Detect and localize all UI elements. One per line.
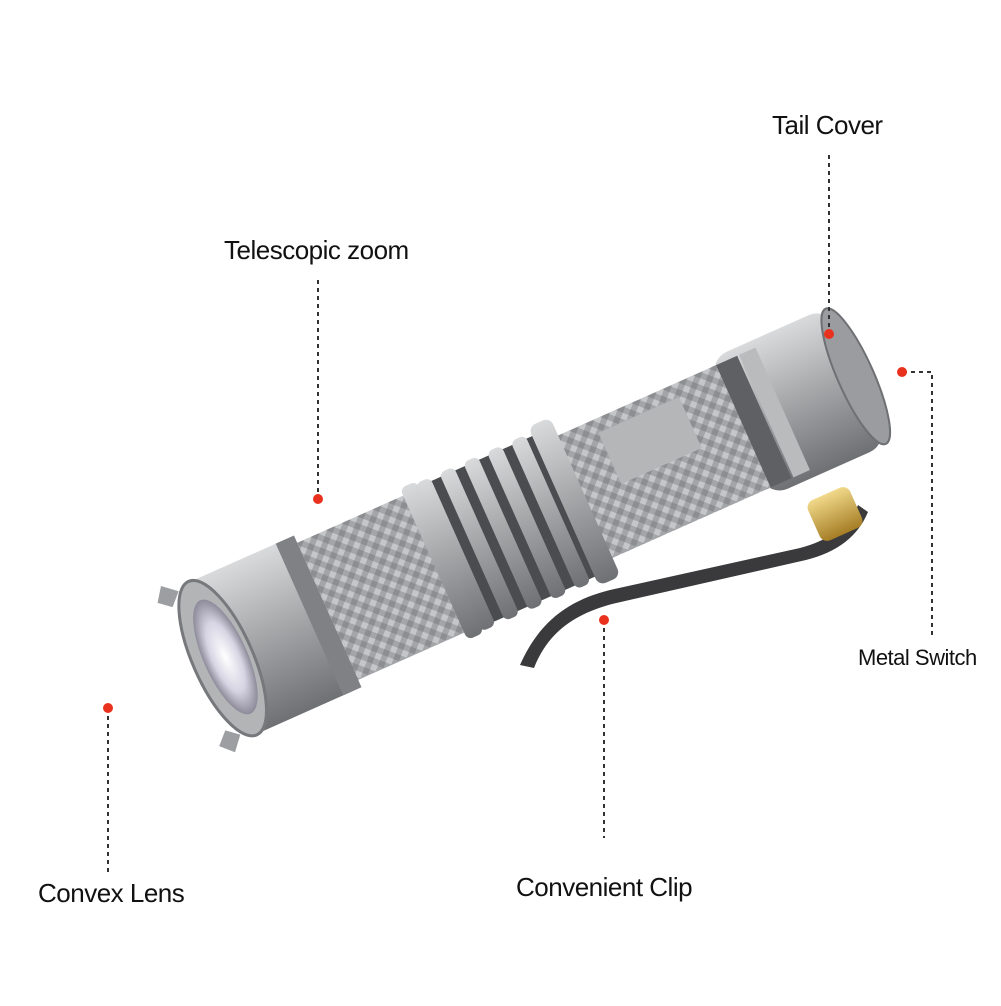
telescopic-zoom-label: Telescopic zoom: [224, 235, 409, 265]
telescopic-zoom-marker: [313, 494, 323, 504]
leader-lines: [107, 155, 933, 876]
flashlight: [157, 307, 892, 753]
metal-switch-part: [807, 487, 863, 541]
tail-cover-part: [711, 307, 892, 491]
convenient-clip-marker: [599, 615, 609, 625]
convex-lens-label: Convex Lens: [38, 878, 185, 908]
head-bezel: [157, 535, 362, 753]
tail-cover-marker: [824, 329, 834, 339]
convex-lens-part: [193, 599, 258, 715]
metal-switch-marker: [897, 367, 907, 377]
markers: [103, 329, 907, 713]
metal-switch-label: Metal Switch: [858, 645, 977, 670]
tail-cover-label: Tail Cover: [772, 110, 883, 140]
metal-switch-leader: [903, 371, 933, 636]
convex-lens-marker: [103, 703, 113, 713]
convenient-clip-label: Convenient Clip: [516, 872, 693, 902]
zoom-fins: [410, 419, 619, 631]
flat-panel: [598, 397, 702, 484]
